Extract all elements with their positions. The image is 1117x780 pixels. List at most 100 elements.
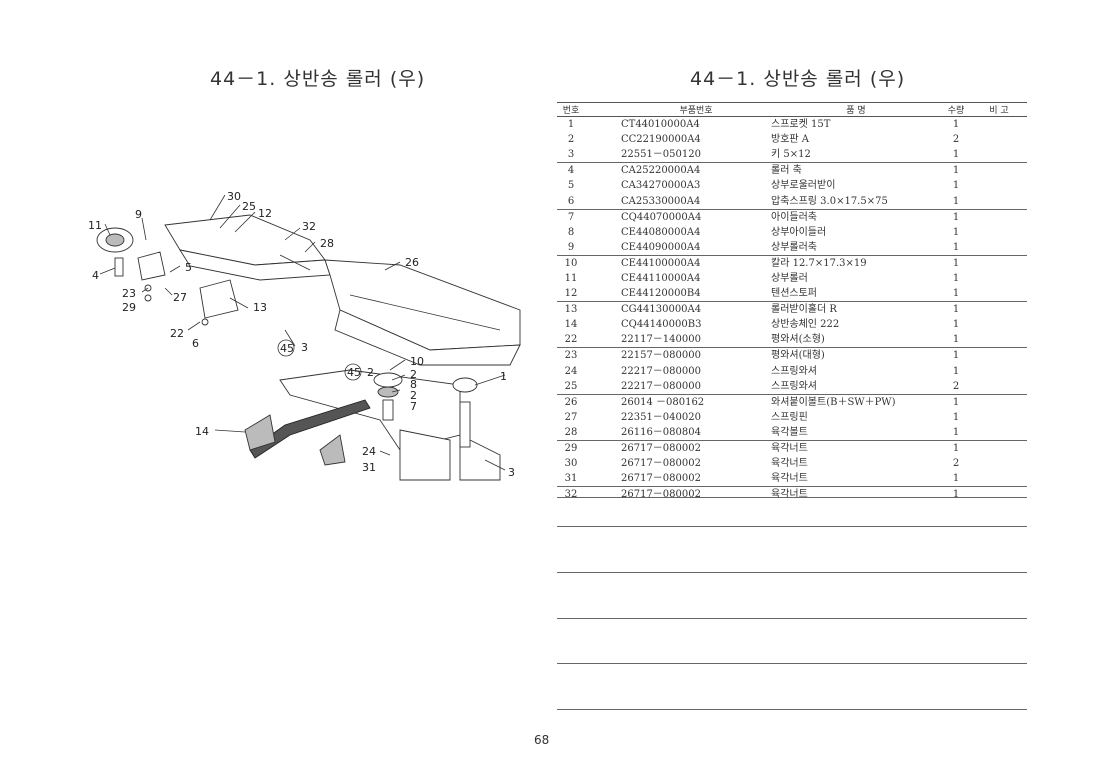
header-part-number: 부품번호 xyxy=(585,102,771,117)
header-part-name: 품 명 xyxy=(771,102,941,117)
cell-part-name: 육각너트 xyxy=(771,458,808,470)
cell-remarks xyxy=(971,393,1027,410)
cell-part-number: 26717－080002 xyxy=(585,439,771,457)
cell-number: 24 xyxy=(564,365,578,377)
cell-number: 22 xyxy=(564,334,578,346)
cell-number: 28 xyxy=(564,426,578,438)
cell-part-number: 22217－080000 xyxy=(621,365,701,377)
cell-part-name: 와셔붙이볼트(B＋SW＋PW) xyxy=(771,393,941,410)
header-remarks: 비 고 xyxy=(971,102,1027,117)
cell-part-name: 상부롤러축 xyxy=(771,241,817,253)
cell-part-name: 방호판 A xyxy=(771,134,810,146)
callout-23: 23 xyxy=(122,287,136,300)
table-row: 31 26717－080002 육각너트 1 xyxy=(557,471,1027,487)
cell-quantity: 1 xyxy=(952,241,960,253)
cell-remarks xyxy=(971,240,1027,256)
callout-2: 2 xyxy=(410,368,417,381)
cell-remarks xyxy=(971,178,1027,193)
cell-number: 23 xyxy=(557,347,585,364)
cell-remarks xyxy=(971,471,1027,487)
blank-row-rule xyxy=(557,497,1027,498)
cell-part-name: 상부로울러받이 xyxy=(771,180,836,192)
cell-part-number: CA34270000A3 xyxy=(621,180,701,192)
cell-part-number: 22217－080000 xyxy=(621,380,701,392)
cell-number: 30 xyxy=(564,458,578,470)
cell-part-name: 스프링와셔 xyxy=(771,365,817,377)
cell-quantity: 1 xyxy=(952,473,960,485)
callout-31: 31 xyxy=(362,461,376,474)
header-number: 번호 xyxy=(557,102,585,117)
idler-sprocket-assembly xyxy=(373,372,478,448)
cell-quantity: 1 xyxy=(941,301,971,318)
cell-remarks xyxy=(971,332,1027,348)
cell-number: 4 xyxy=(557,162,585,179)
cell-number: 25 xyxy=(564,380,578,392)
cell-part-name: 평와셔(대형) xyxy=(771,347,941,364)
table-row: 24 22217－080000 스프링와셔 1 xyxy=(557,364,1027,379)
cell-number: 9 xyxy=(567,241,575,253)
cell-quantity: 1 xyxy=(952,195,960,207)
cell-part-name: 상반송체인 222 xyxy=(771,319,840,331)
cell-quantity: 1 xyxy=(941,254,971,271)
left-page-title: 44－1. 상반송 롤러 (우) xyxy=(210,68,426,90)
cell-part-name: 스프링핀 xyxy=(771,411,808,423)
callout-2b: 2 xyxy=(410,389,417,402)
cell-number: 26 xyxy=(557,393,585,410)
cell-part-name: 육각너트 xyxy=(771,473,808,485)
cell-quantity: 1 xyxy=(952,411,960,423)
exploded-parts-diagram: 30 25 12 9 11 32 28 26 4 5 23 27 29 13 2… xyxy=(88,190,521,481)
cell-part-number: CE44090000A4 xyxy=(621,241,701,253)
cell-part-name: 아이들러축 xyxy=(771,208,941,225)
upper-frame-plate xyxy=(164,214,521,366)
lower-frame-plate xyxy=(279,369,501,481)
cell-quantity: 1 xyxy=(952,272,960,284)
cell-part-number: 26014 －080162 xyxy=(585,393,771,410)
cell-remarks xyxy=(971,147,1027,163)
cell-part-number: 26717－080002 xyxy=(621,458,701,470)
cell-number: 31 xyxy=(564,473,578,485)
cell-part-name: 육각볼트 xyxy=(771,426,808,438)
cell-quantity: 1 xyxy=(941,393,971,410)
cell-remarks xyxy=(971,364,1027,379)
cell-part-number: CE44080000A4 xyxy=(621,226,701,238)
cell-part-number: CG44130000A4 xyxy=(585,301,771,318)
cell-part-number: CE44100000A4 xyxy=(585,254,771,271)
cell-number: 29 xyxy=(557,439,585,457)
cell-quantity: 1 xyxy=(952,288,960,300)
cell-remarks xyxy=(971,132,1027,147)
cell-number: 12 xyxy=(564,288,578,300)
cell-part-name: 스프링와셔 xyxy=(771,380,817,392)
cell-part-name: 키 5×12 xyxy=(771,149,811,161)
table-header-row: 번호 부품번호 품 명 수량 비 고 xyxy=(557,102,1027,117)
cell-remarks xyxy=(971,208,1027,225)
callout-2c: 2 xyxy=(367,366,374,379)
callout-3b: 3 xyxy=(508,466,515,479)
cell-part-number: 26717－080002 xyxy=(621,473,701,485)
callout-24: 24 xyxy=(362,445,376,458)
page-number: 68 xyxy=(534,733,550,747)
blank-row-rule xyxy=(557,572,1027,573)
cell-quantity: 1 xyxy=(952,365,960,377)
cell-remarks xyxy=(971,225,1027,240)
cell-part-number: 22157－080000 xyxy=(585,347,771,364)
cell-quantity: 1 xyxy=(952,334,960,346)
cell-part-name: 육각너트 xyxy=(771,439,941,457)
cell-part-number: 26717－080002 xyxy=(585,486,771,503)
header-quantity: 수량 xyxy=(941,102,971,117)
callout-8: 8 xyxy=(410,378,417,391)
blank-row-rule xyxy=(557,618,1027,619)
cell-quantity: 1 xyxy=(952,180,960,192)
cell-remarks xyxy=(971,117,1027,133)
cell-quantity: 2 xyxy=(952,458,960,470)
cell-remarks xyxy=(971,486,1027,503)
callout-13: 13 xyxy=(253,301,267,314)
